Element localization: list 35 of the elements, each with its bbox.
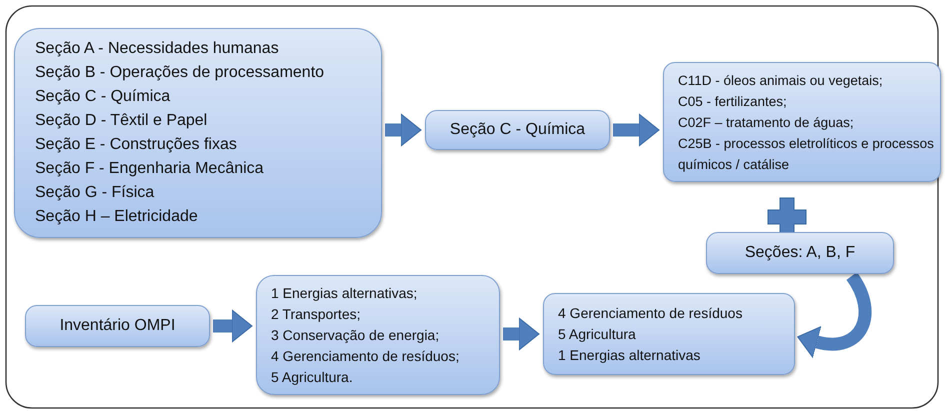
process-box <box>425 110 610 150</box>
block-arrow <box>503 318 540 350</box>
node-text: Seção B - Operações de processamento <box>35 63 326 83</box>
block-arrow <box>613 114 660 146</box>
node-text: Seção A - Necessidades humanas <box>35 39 280 59</box>
node-text: C11D - óleos animais ou vegetais; <box>678 72 884 90</box>
block-arrow <box>796 272 872 358</box>
node-text: 1 Energias alternativas; <box>271 284 418 303</box>
block-arrow <box>213 310 252 342</box>
node-text: Seção E - Construções fixas <box>35 135 238 155</box>
node-text: 4 Gerenciamento de resíduos <box>558 304 744 322</box>
process-box <box>14 28 382 238</box>
process-box <box>663 62 941 182</box>
node-text: 1 Energias alternativas <box>558 346 702 365</box>
node-text: 4 Gerenciamento de resíduos; <box>271 346 460 366</box>
process-box <box>706 232 894 274</box>
node-text: C05 - fertilizantes; <box>678 92 788 110</box>
node-text: 5 Agricultura <box>558 324 637 344</box>
node-text: Seção C - Química <box>35 87 172 107</box>
node-text: Seções: A, B, F <box>744 244 856 262</box>
process-box <box>256 275 500 395</box>
node-text: Seção C - Química <box>450 121 586 139</box>
process-box <box>543 293 795 375</box>
node-text: 5 Agricultura. <box>271 368 354 387</box>
node-text: C25B - processos eletrolíticos e processos químicos / catálise <box>678 134 934 174</box>
node-text: Seção D - Têxtil e Papel <box>35 111 208 131</box>
node-text: 2 Transportes; <box>271 304 362 324</box>
node-text: Inventário OMPI <box>60 317 176 335</box>
block-arrow <box>385 114 422 146</box>
node-text: C02F – tratamento de águas; <box>678 114 855 132</box>
node-text: Seção G - Física <box>35 183 156 203</box>
node-text: 3 Conservação de energia; <box>271 326 440 345</box>
node-text: Seção F - Engenharia Mecânica <box>35 159 265 179</box>
process-box <box>25 305 210 347</box>
node-text: Seção H – Eletricidade <box>35 207 199 227</box>
